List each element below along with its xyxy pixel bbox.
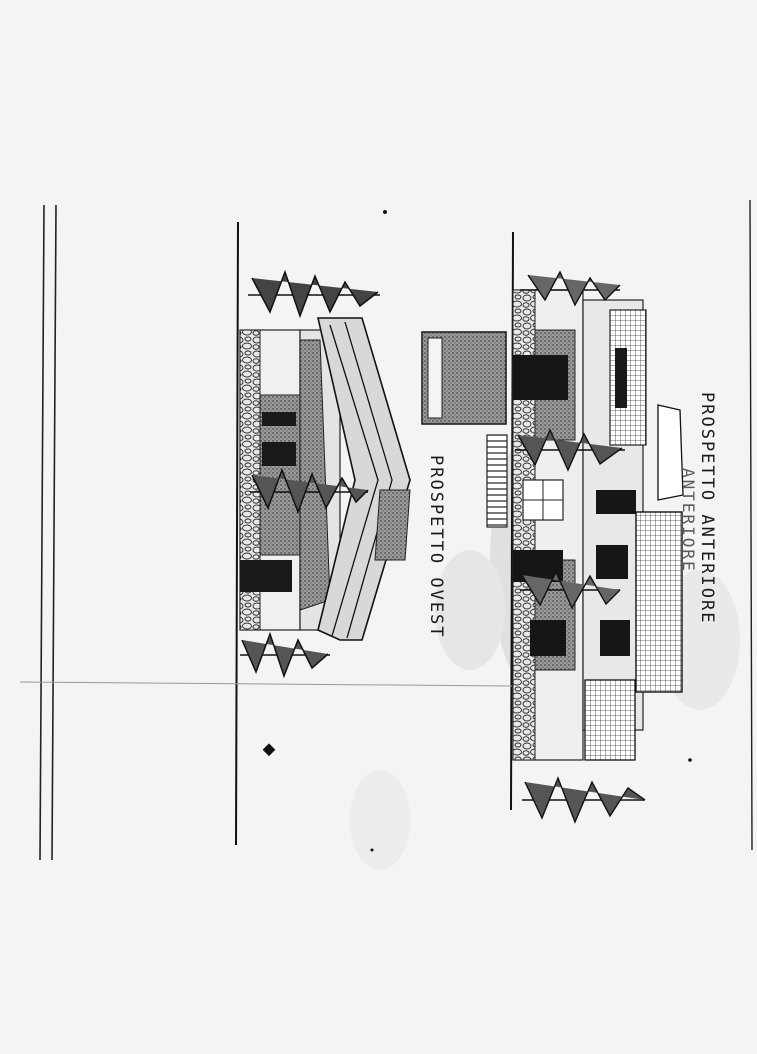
- front-tree-top: [520, 270, 621, 307]
- front-upper-window-3: [600, 620, 630, 656]
- west-window-mid: [262, 442, 296, 466]
- front-elevation-title: PROSPETTO ANTERIORE: [697, 392, 717, 625]
- west-tree-middle: [250, 467, 369, 515]
- front-roof-peak: [657, 404, 684, 501]
- front-wing-tiles: [584, 679, 636, 761]
- west-window-upper: [262, 412, 296, 426]
- scan-line: [19, 681, 513, 687]
- west-tree-top: [248, 269, 380, 319]
- front-upper-window-1: [596, 490, 636, 514]
- front-window-3: [530, 620, 566, 656]
- front-elevation: [486, 231, 684, 824]
- front-window-1: [513, 355, 568, 400]
- front-tree-bottom: [522, 776, 646, 824]
- west-tree-bottom: [240, 631, 330, 679]
- west-elevation-title: PROSPETTO OVEST: [426, 455, 446, 639]
- west-ground-line: [235, 221, 239, 846]
- front-roof-tiles: [635, 511, 683, 693]
- bleed-through-text: ANTERIORE: [679, 468, 698, 573]
- front-tree-middle-2: [520, 570, 621, 610]
- west-roof: [316, 317, 411, 641]
- front-upper-window-2: [596, 545, 628, 579]
- west-window-lower: [240, 560, 292, 592]
- sheet-border: [39, 199, 753, 861]
- front-entry-steps: [486, 434, 508, 528]
- west-elevation: [235, 221, 507, 846]
- marker-diamond: [262, 743, 276, 757]
- front-tree-middle: [515, 428, 625, 472]
